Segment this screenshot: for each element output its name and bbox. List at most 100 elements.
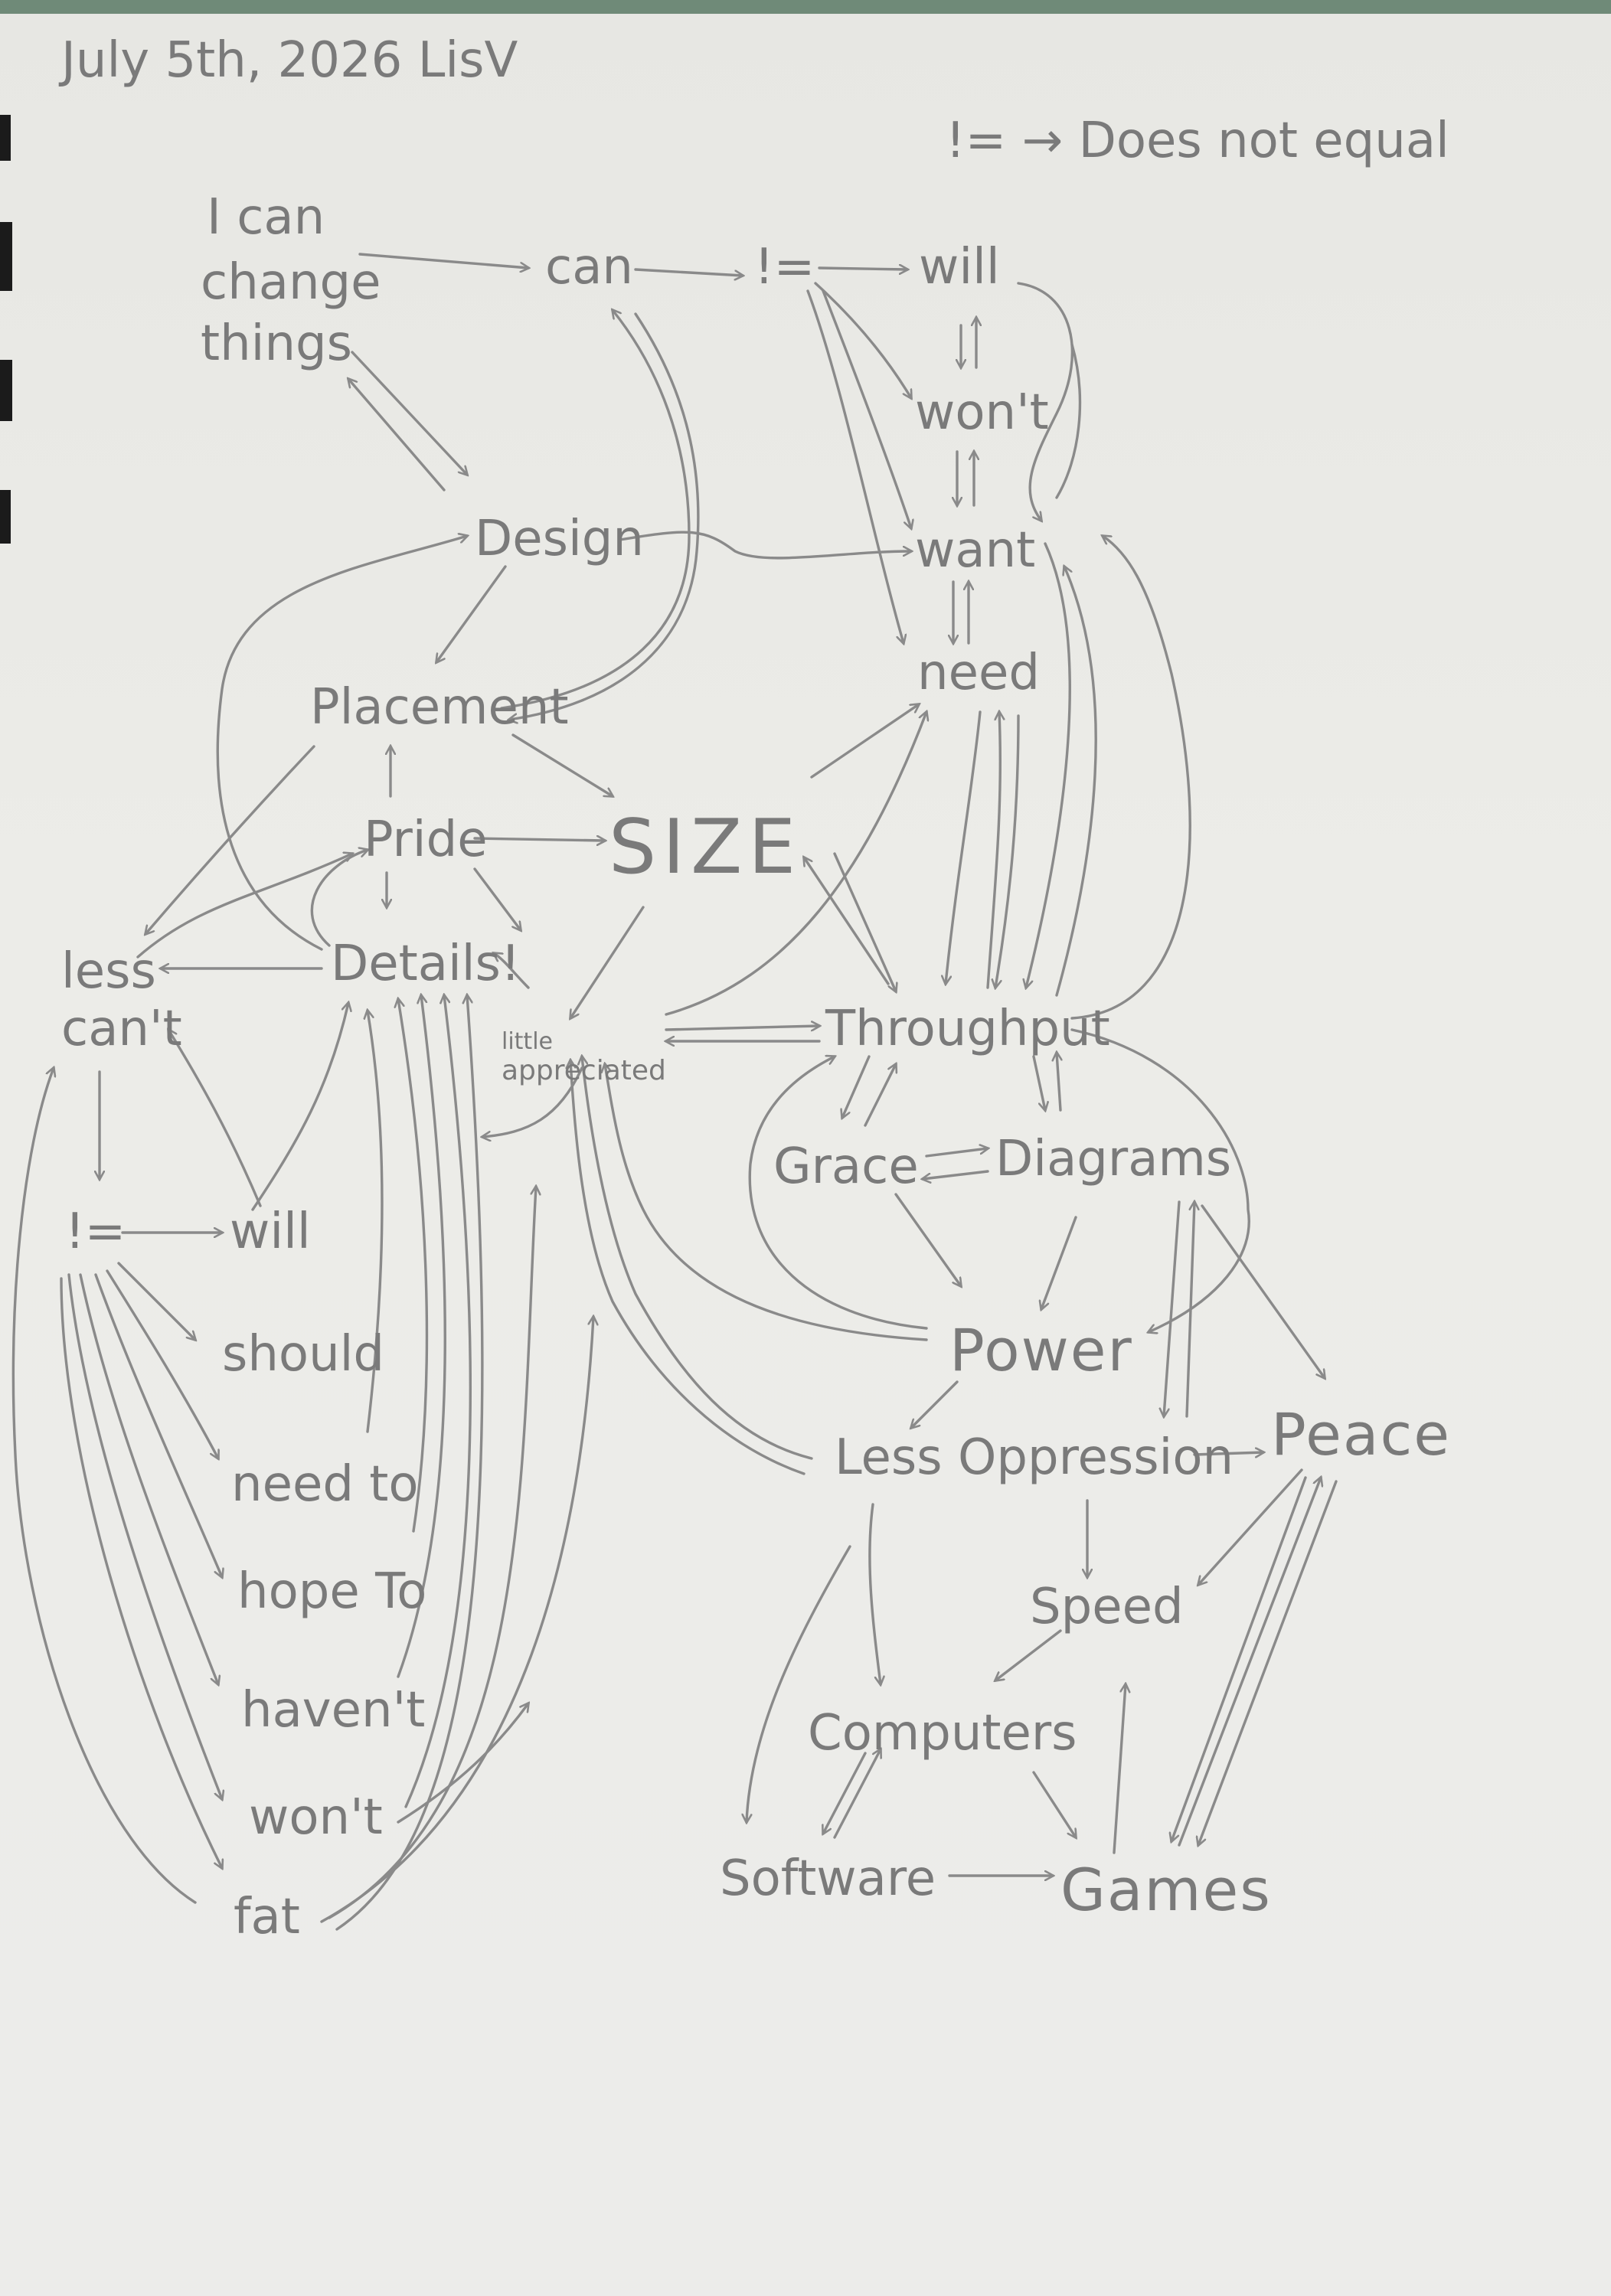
- edge-neq-wont: [67, 1273, 222, 1799]
- node-details: Details!: [331, 936, 521, 992]
- edge-peace-speed: [1198, 1468, 1303, 1585]
- edge-neq-havent: [79, 1273, 218, 1684]
- node-should: should: [222, 1326, 384, 1383]
- edge-throughput-peace: [1070, 1028, 1250, 1332]
- edge-throughput-diagrams: [1032, 1055, 1045, 1110]
- node-design: Design: [475, 511, 644, 567]
- edge-can-placement: [509, 312, 700, 720]
- edge-size-need: [810, 704, 919, 779]
- edge-havent-details: [397, 995, 446, 1678]
- node-placement: Placement: [310, 679, 569, 736]
- edge-oppression-computers: [868, 1503, 881, 1684]
- node-havent: haven't: [241, 1682, 425, 1739]
- edge-little-back: [482, 1066, 583, 1137]
- edge-details-pride: [310, 850, 368, 947]
- edge-grace-power: [894, 1193, 961, 1286]
- node-neq-top: !=: [754, 239, 815, 296]
- edge-throughput-grace: [842, 1055, 871, 1118]
- node-less: less: [61, 943, 156, 1000]
- edge-hopeto-details: [398, 999, 429, 1533]
- node-will-left: will: [230, 1204, 311, 1260]
- edge-oppression-software: [747, 1545, 851, 1822]
- edge-power-throughput: [748, 1057, 928, 1330]
- node-power: Power: [949, 1316, 1133, 1384]
- edge-placement-less: [145, 745, 315, 934]
- edge-games-speed: [1113, 1684, 1126, 1854]
- edge-diagrams-grace: [923, 1170, 989, 1179]
- edge-throughput-need: [986, 712, 1000, 989]
- edge-peace-games-2: [1198, 1480, 1338, 1845]
- edge-power-oppression: [911, 1380, 959, 1428]
- edge-neq-want: [822, 289, 911, 528]
- node-wont-left: won't: [249, 1789, 383, 1846]
- edge-things-design: [351, 351, 467, 475]
- edge-little-throughput: [665, 1026, 819, 1030]
- edge-computers-games: [1032, 1771, 1076, 1837]
- node-appreciated: appreciated: [502, 1055, 666, 1086]
- edge-diagrams-peace: [1201, 1204, 1325, 1378]
- edge-pride-size: [473, 838, 605, 841]
- labels: July 5th, 2026 LisV != → Does not equal …: [58, 32, 1449, 1945]
- edge-neq-need: [806, 289, 904, 643]
- edge-computers-software: [823, 1752, 867, 1834]
- edge-loop-right: [1055, 343, 1082, 499]
- edge-size-little: [570, 906, 645, 1018]
- node-need: need: [917, 645, 1040, 701]
- edge-oppression-peace: [1193, 1452, 1263, 1455]
- node-size: SIZE: [609, 804, 802, 891]
- node-diagrams: Diagrams: [995, 1131, 1231, 1187]
- edge-oppression-little-2: [570, 1060, 806, 1475]
- paper-sheet: [0, 14, 1611, 2296]
- node-grace: Grace: [773, 1138, 919, 1195]
- edge-neq-hopeto: [94, 1273, 222, 1577]
- edge-needto-details: [368, 1011, 384, 1433]
- edge-little-need: [665, 712, 926, 1016]
- edge-need-throughput-2: [995, 714, 1020, 988]
- edge-neq-will: [818, 268, 907, 269]
- edge-fat-details-2: [328, 1187, 536, 1919]
- edge-will-cant: [168, 1030, 262, 1207]
- node-computers: Computers: [808, 1705, 1077, 1762]
- edge-wont-oppression: [397, 1703, 528, 1824]
- edge-design-things: [348, 379, 446, 492]
- edge-throughput-size: [804, 857, 890, 985]
- edge-will-loop: [1017, 282, 1073, 521]
- node-little: little: [502, 1028, 553, 1055]
- binding-holes: [0, 115, 12, 544]
- edge-neq-needto: [106, 1269, 218, 1458]
- edge-neq-wont: [814, 282, 911, 398]
- node-speed: Speed: [1030, 1579, 1184, 1635]
- edge-neq-fat: [60, 1277, 222, 1868]
- node-change: change: [201, 254, 381, 311]
- edge-fat-cant: [11, 1068, 197, 1904]
- node-wont-top: won't: [915, 384, 1049, 441]
- edge-neq-should: [117, 1262, 195, 1340]
- edge-oppression-diagrams: [1185, 1202, 1194, 1418]
- edge-speed-computers: [995, 1629, 1062, 1680]
- edge-grace-throughput: [864, 1064, 896, 1127]
- node-i-can: I can: [207, 189, 325, 246]
- edge-size-throughput: [833, 852, 896, 991]
- edge-design-placement: [436, 565, 507, 662]
- node-fat: fat: [234, 1889, 300, 1945]
- legend-note: != → Does not equal: [946, 113, 1449, 169]
- edge-grace-diagrams: [925, 1148, 988, 1158]
- node-neq-left: !=: [65, 1204, 126, 1260]
- edge-placement-can: [500, 310, 691, 710]
- node-need-to: need to: [231, 1456, 419, 1513]
- edge-placement-size: [511, 733, 613, 796]
- edge-will-details: [251, 1003, 348, 1211]
- edge-details-design: [216, 536, 467, 951]
- edge-diagrams-oppression: [1164, 1200, 1181, 1416]
- edge-fat-little: [320, 1317, 593, 1923]
- node-can: can: [545, 239, 633, 296]
- date-line: July 5th, 2026 LisV: [58, 32, 518, 89]
- edge-wont-details: [404, 995, 472, 1808]
- edge-oppression-little-1: [582, 1057, 813, 1460]
- edge-little-details: [494, 953, 530, 989]
- edge-want-throughput: [1026, 542, 1071, 988]
- node-will-top: will: [919, 239, 1000, 296]
- node-games: Games: [1060, 1856, 1272, 1924]
- edge-software-computers: [833, 1749, 881, 1839]
- edge-pride-little: [473, 867, 521, 930]
